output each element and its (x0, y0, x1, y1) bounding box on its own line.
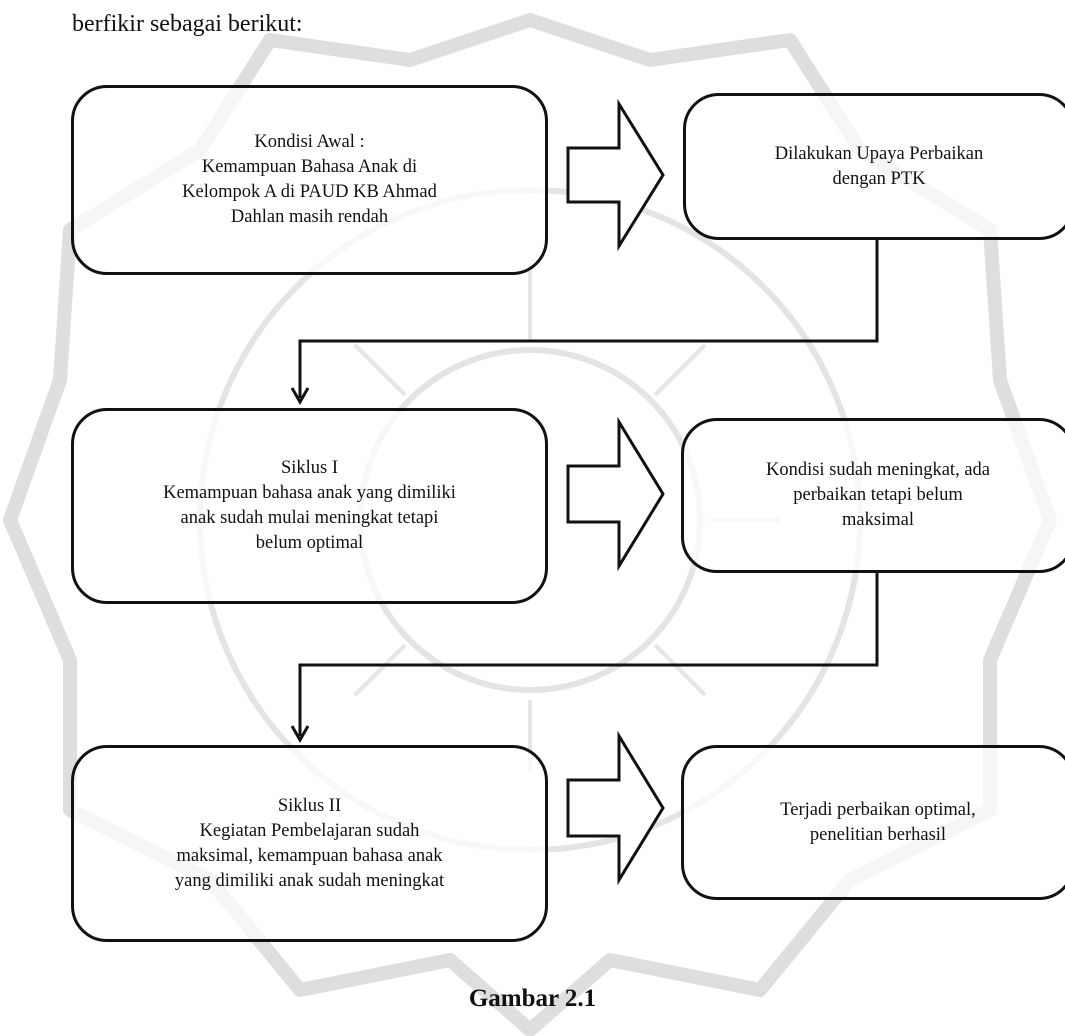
cycle-1-result-box: Kondisi sudah meningkat, ada perbaikan t… (681, 418, 1065, 573)
box-text-line: Siklus II (277, 795, 342, 816)
elbow-arrowhead-2 (290, 725, 310, 744)
box-text-line: perbaikan tetapi belum (793, 485, 963, 505)
box-text-line: maksimal (842, 510, 914, 530)
block-arrow-1 (566, 98, 665, 252)
cycle-1-box: Siklus I Kemampuan bahasa anak yang dimi… (71, 408, 548, 604)
initial-condition-box: Kondisi Awal : Kemampuan Bahasa Anak di … (71, 85, 548, 275)
box-text-line: Dilakukan Upaya Perbaikan (774, 143, 984, 164)
cycle-2-box: Siklus II Kegiatan Pembelajaran sudah ma… (71, 745, 548, 942)
box-text-line: Kegiatan Pembelajaran sudah (199, 820, 420, 841)
figure-caption: Gambar 2.1 (468, 985, 597, 1012)
elbow-arrowhead-1 (290, 387, 310, 406)
box-text-line: yang dimiliki anak sudah meningkat (174, 870, 445, 891)
box-text-line: Terjadi perbaikan optimal, (780, 799, 976, 820)
box-text-line: Kemampuan Bahasa Anak di (201, 157, 418, 177)
box-text-line: Siklus I (280, 458, 339, 478)
final-result-box: Terjadi perbaikan optimal, penelitian be… (681, 745, 1065, 900)
box-text-line: anak sudah mulai meningkat tetapi (180, 508, 439, 528)
box-text-line: Kondisi sudah meningkat, ada (765, 460, 990, 480)
box-text-line: Kemampuan bahasa anak yang dimiliki (163, 483, 456, 503)
box-text-line: dengan PTK (832, 168, 926, 189)
box-text-line: Kelompok A di PAUD KB Ahmad (182, 182, 437, 202)
box-text-line: Kondisi Awal : (254, 132, 365, 152)
box-text-line: belum optimal (255, 533, 364, 553)
intro-text: berfikir sebagai berikut: (72, 11, 303, 37)
block-arrow-2 (566, 416, 665, 572)
block-arrow-3 (566, 730, 665, 886)
box-text-line: Dahlan masih rendah (230, 207, 389, 227)
box-text-line: penelitian berhasil (809, 824, 947, 845)
improvement-effort-box: Dilakukan Upaya Perbaikan dengan PTK (683, 93, 1065, 240)
box-text-line: maksimal, kemampuan bahasa anak (176, 845, 443, 866)
